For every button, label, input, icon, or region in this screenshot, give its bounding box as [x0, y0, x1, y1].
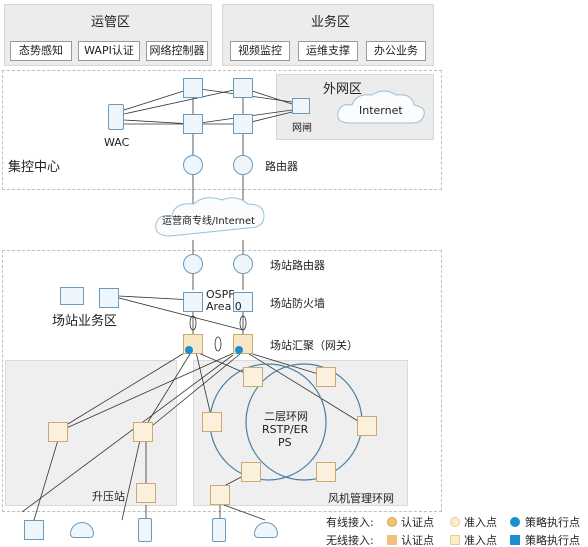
ring-node-top-right[interactable]: [316, 367, 336, 387]
outer-zone-title: 外网区: [323, 82, 363, 97]
phone-icon-2[interactable]: [212, 518, 226, 542]
center-router-1[interactable]: [183, 155, 203, 175]
legend-wireless-auth: 认证点: [401, 534, 434, 547]
substation-switch-1[interactable]: [48, 422, 68, 442]
ring-node-top-left[interactable]: [243, 367, 263, 387]
legend-wireless-auth-square: [387, 535, 397, 545]
ring-node-bottom-right[interactable]: [316, 462, 336, 482]
biz-item-office[interactable]: 办公业务: [366, 41, 426, 61]
center-router-label: 路由器: [265, 160, 298, 173]
legend-wired-access-dot: [450, 517, 460, 527]
legend-wired-access: 准入点: [464, 516, 497, 529]
phone-icon-1[interactable]: [138, 518, 152, 542]
site-biz-switch[interactable]: [99, 288, 119, 308]
ring-node-bottom-left[interactable]: [241, 462, 261, 482]
mgmt-zone: 运管区 态势感知 WAPI认证 网络控制器: [4, 4, 212, 66]
site-zone: [2, 250, 442, 512]
legend-wired-label: 有线接入:: [326, 516, 374, 529]
legend-wireless-policy: 策略执行点: [525, 534, 580, 547]
biz-zone: 业务区 视频监控 运维支撑 办公业务: [222, 4, 434, 66]
substation-title: 升压站: [92, 490, 125, 503]
ring-label-line3: PS: [278, 436, 292, 449]
wac-label: WAC: [104, 136, 130, 149]
mgmt-item-situation[interactable]: 态势感知: [10, 41, 72, 61]
mgmt-zone-title: 运管区: [91, 15, 131, 30]
meter-icon[interactable]: [24, 520, 44, 540]
ospf-label-line2: Area 0: [206, 300, 242, 313]
gatekeeper-label: 网闸: [292, 123, 312, 134]
legend-wired-policy-dot: [510, 517, 520, 527]
site-firewall-1[interactable]: [183, 292, 203, 312]
legend-wired-auth: 认证点: [401, 516, 434, 529]
control-center-title: 集控中心: [8, 160, 61, 175]
internet-label: Internet: [359, 104, 403, 117]
site-aggregation-label: 场站汇聚（网关）: [270, 339, 358, 352]
wac-icon[interactable]: [108, 104, 124, 130]
site-router-label: 场站路由器: [270, 259, 325, 272]
legend-wireless-policy-square: [510, 535, 520, 545]
substation-ap[interactable]: [136, 483, 156, 503]
aggregation-policy-point-2: [235, 346, 243, 354]
mgmt-item-controller[interactable]: 网络控制器: [146, 41, 208, 61]
biz-item-video[interactable]: 视频监控: [230, 41, 290, 61]
ring-node-right[interactable]: [357, 416, 377, 436]
legend-wired-auth-dot: [387, 517, 397, 527]
core-firewall-1[interactable]: [183, 114, 203, 134]
dome-camera-icon-2[interactable]: [254, 522, 278, 538]
site-firewall-label: 场站防火墙: [270, 297, 325, 310]
site-biz-area-label: 场站业务区: [52, 314, 118, 329]
control-center-zone: [2, 70, 442, 190]
site-router-1[interactable]: [183, 254, 203, 274]
ring-label-line1: 二层环网: [264, 410, 308, 423]
legend-wireless-label: 无线接入:: [326, 534, 374, 547]
biz-item-ops[interactable]: 运维支撑: [298, 41, 358, 61]
ring-title: 风机管理环网: [328, 492, 394, 505]
gatekeeper-icon[interactable]: [292, 98, 310, 114]
center-router-2[interactable]: [233, 155, 253, 175]
ring-label-line2: RSTP/ER: [262, 423, 309, 436]
legend-wireless-access: 准入点: [464, 534, 497, 547]
wan-label: 运营商专线/Internet: [162, 216, 256, 227]
substation-switch-2[interactable]: [133, 422, 153, 442]
dome-camera-icon[interactable]: [70, 522, 94, 538]
site-router-2[interactable]: [233, 254, 253, 274]
pc-icon[interactable]: [60, 287, 84, 305]
ospf-label-line1: OSPF: [206, 288, 235, 301]
core-switch-1[interactable]: [183, 78, 203, 98]
legend-wired-policy: 策略执行点: [525, 516, 580, 529]
ring-ap[interactable]: [210, 485, 230, 505]
legend-wireless-access-square: [450, 535, 460, 545]
aggregation-policy-point-1: [185, 346, 193, 354]
core-firewall-2[interactable]: [233, 114, 253, 134]
biz-zone-title: 业务区: [311, 15, 351, 30]
site-firewall-2[interactable]: [233, 292, 253, 312]
mgmt-item-wapi[interactable]: WAPI认证: [78, 41, 140, 61]
ring-node-left[interactable]: [202, 412, 222, 432]
core-switch-2[interactable]: [233, 78, 253, 98]
